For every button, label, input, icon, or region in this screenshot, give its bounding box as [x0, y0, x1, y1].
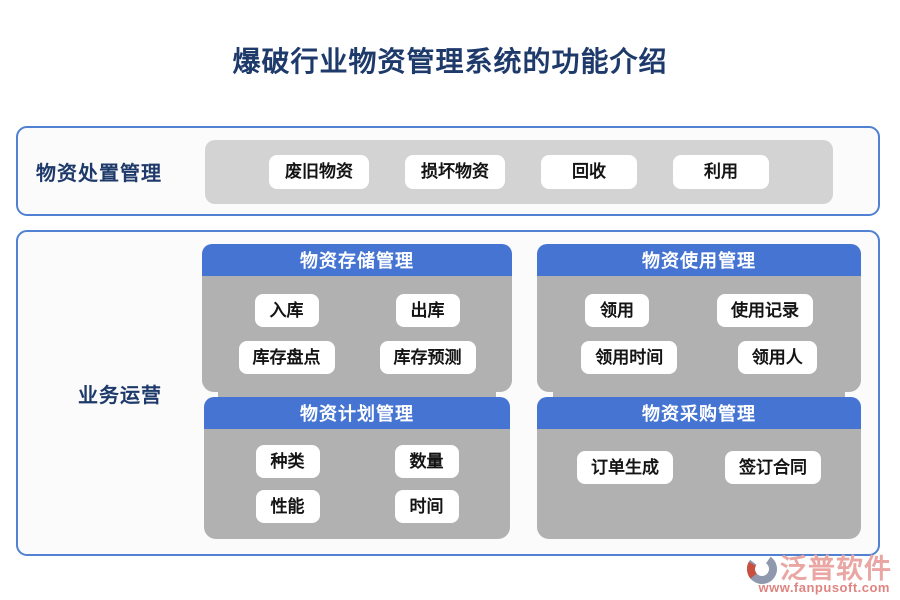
panel-usage: 物资使用管理 领用 使用记录 领用时间 领用人 — [537, 244, 861, 392]
planning-button-time[interactable]: 时间 — [394, 489, 459, 524]
panel-storage: 物资存储管理 入库 出库 库存盘点 库存预测 — [202, 244, 512, 392]
usage-button-requisition[interactable]: 领用 — [585, 293, 649, 328]
chip-row: 库存盘点 库存预测 — [216, 340, 498, 375]
storage-button-outbound[interactable]: 出库 — [395, 293, 460, 328]
panel-planning-title: 物资计划管理 — [204, 397, 510, 429]
brand-watermark: 泛普软件 www.fanpusoft.com — [745, 552, 892, 594]
chip-row: 入库 出库 — [216, 293, 498, 328]
disposal-button-scrap[interactable]: 废旧物资 — [269, 155, 369, 189]
procurement-button-order[interactable]: 订单生成 — [577, 451, 673, 485]
brand-url: www.fanpusoft.com — [758, 580, 890, 595]
usage-button-record[interactable]: 使用记录 — [717, 293, 813, 328]
brand-row: 泛普软件 — [745, 552, 892, 586]
panel-procurement: 物资采购管理 订单生成 签订合同 — [537, 397, 861, 539]
usage-button-time[interactable]: 领用时间 — [581, 340, 678, 375]
panel-usage-body: 领用 使用记录 领用时间 领用人 — [537, 276, 861, 392]
page-title: 爆破行业物资管理系统的功能介绍 — [232, 46, 668, 77]
planning-button-quantity[interactable]: 数量 — [394, 444, 459, 479]
panel-procurement-title: 物资采购管理 — [537, 397, 861, 429]
disposal-button-tray: 废旧物资 损坏物资 回收 利用 — [205, 140, 833, 204]
chip-row: 种类 数量 — [218, 444, 496, 479]
usage-button-person[interactable]: 领用人 — [737, 340, 817, 375]
panel-storage-title: 物资存储管理 — [202, 244, 512, 276]
disposal-button-utilize[interactable]: 利用 — [673, 155, 769, 189]
chip-row: 订单生成 签订合同 — [551, 451, 847, 485]
operations-section-label: 业务运营 — [78, 384, 162, 407]
disposal-section-label: 物资处置管理 — [36, 162, 162, 185]
panel-procurement-body: 订单生成 签订合同 — [537, 429, 861, 539]
storage-button-inbound[interactable]: 入库 — [254, 293, 319, 328]
chip-row: 性能 时间 — [218, 489, 496, 524]
fanpu-swirl-icon — [745, 552, 779, 586]
disposal-section: 物资处置管理 废旧物资 损坏物资 回收 利用 — [16, 126, 880, 216]
panel-planning: 物资计划管理 种类 数量 性能 时间 — [204, 397, 510, 539]
storage-button-forecast[interactable]: 库存预测 — [379, 340, 476, 375]
panel-usage-title: 物资使用管理 — [537, 244, 861, 276]
planning-button-type[interactable]: 种类 — [255, 444, 320, 479]
panel-planning-body: 种类 数量 性能 时间 — [204, 429, 510, 539]
panel-storage-body: 入库 出库 库存盘点 库存预测 — [202, 276, 512, 392]
disposal-button-recycle[interactable]: 回收 — [541, 155, 637, 189]
disposal-button-damaged[interactable]: 损坏物资 — [405, 155, 505, 189]
chip-row: 领用时间 领用人 — [551, 340, 847, 375]
chip-row: 领用 使用记录 — [551, 293, 847, 328]
planning-button-performance[interactable]: 性能 — [255, 489, 320, 524]
procurement-button-contract[interactable]: 签订合同 — [725, 451, 821, 485]
brand-name: 泛普软件 — [780, 553, 892, 584]
storage-button-stocktake[interactable]: 库存盘点 — [238, 340, 335, 375]
operations-section: 业务运营 物资存储管理 入库 出库 库存盘点 库存预测 物资使用管理 — [16, 230, 880, 556]
